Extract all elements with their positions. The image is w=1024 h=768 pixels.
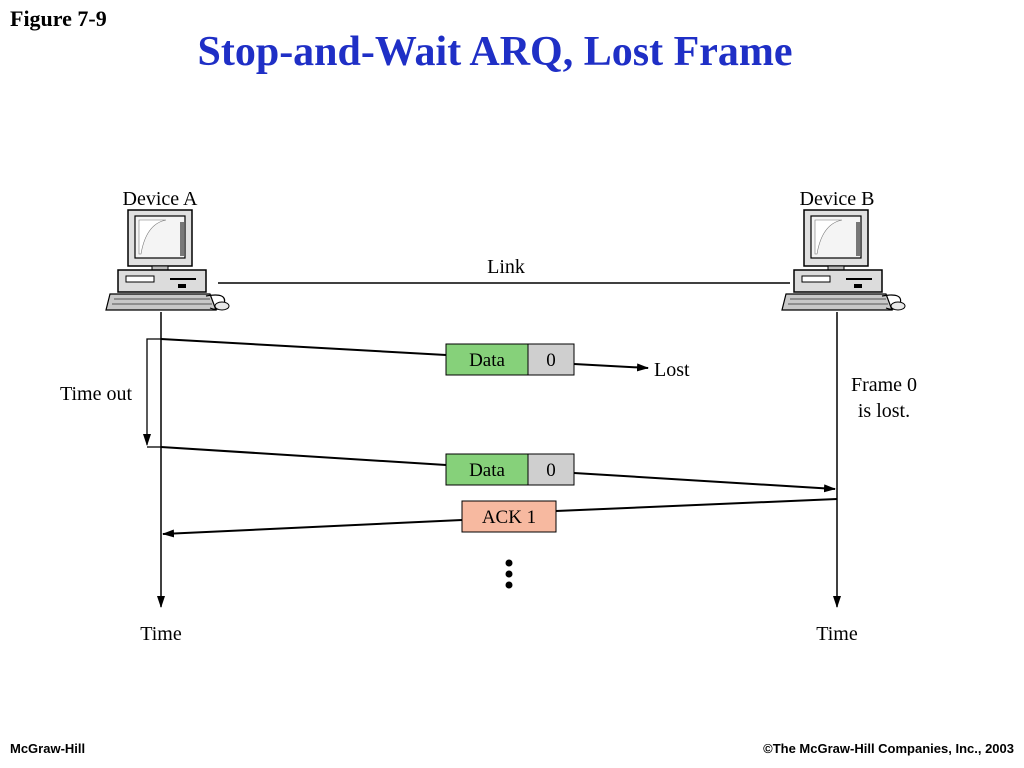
device-a-label: Device A	[123, 188, 199, 210]
lost-label: Lost	[654, 359, 690, 381]
device-b-computer-icon	[781, 209, 906, 311]
ack-label: ACK 1	[482, 507, 536, 528]
timeout-bracket	[143, 338, 161, 446]
frame-1-data-cell	[445, 343, 529, 376]
frame-2-data-label: Data	[469, 460, 505, 481]
time-label-a: Time	[140, 623, 182, 645]
frame-1-line	[160, 338, 447, 356]
frame-2-seq-label: 0	[546, 460, 556, 481]
footer-copyright: ©The McGraw-Hill Companies, Inc., 2003	[763, 741, 1014, 756]
page-title: Stop-and-Wait ARQ, Lost Frame	[197, 29, 793, 75]
frame-1-seq-label: 0	[546, 350, 556, 371]
figure-label: Figure 7-9	[10, 6, 107, 31]
ack-cell	[461, 500, 557, 533]
device-b-label: Device B	[800, 188, 875, 210]
lost-note-line-1: Frame 0	[851, 374, 917, 396]
frame-2-line	[160, 446, 447, 466]
device-a-computer-icon	[105, 209, 230, 311]
footer-publisher: McGraw-Hill	[10, 741, 86, 756]
frame-2-data-cell	[445, 453, 529, 486]
frame-2-seq-cell	[527, 453, 575, 486]
lost-note-line-2: is lost.	[858, 400, 910, 422]
ack-box: ACK 1	[461, 500, 557, 533]
ack-line	[555, 498, 838, 512]
frame-1-data-label: Data	[469, 350, 505, 371]
continuation-dots-icon	[505, 559, 513, 589]
time-label-b: Time	[816, 623, 858, 645]
link-label: Link	[487, 256, 525, 278]
frame-1-seq-cell	[527, 343, 575, 376]
frame-1-box: Data 0	[445, 343, 575, 376]
frame-2-box: Data 0	[445, 453, 575, 486]
ack-arrow	[162, 519, 463, 538]
frame-1-lost-arrow	[573, 363, 649, 372]
timeout-label: Time out	[60, 383, 133, 405]
frame-2-arrow	[573, 472, 836, 493]
